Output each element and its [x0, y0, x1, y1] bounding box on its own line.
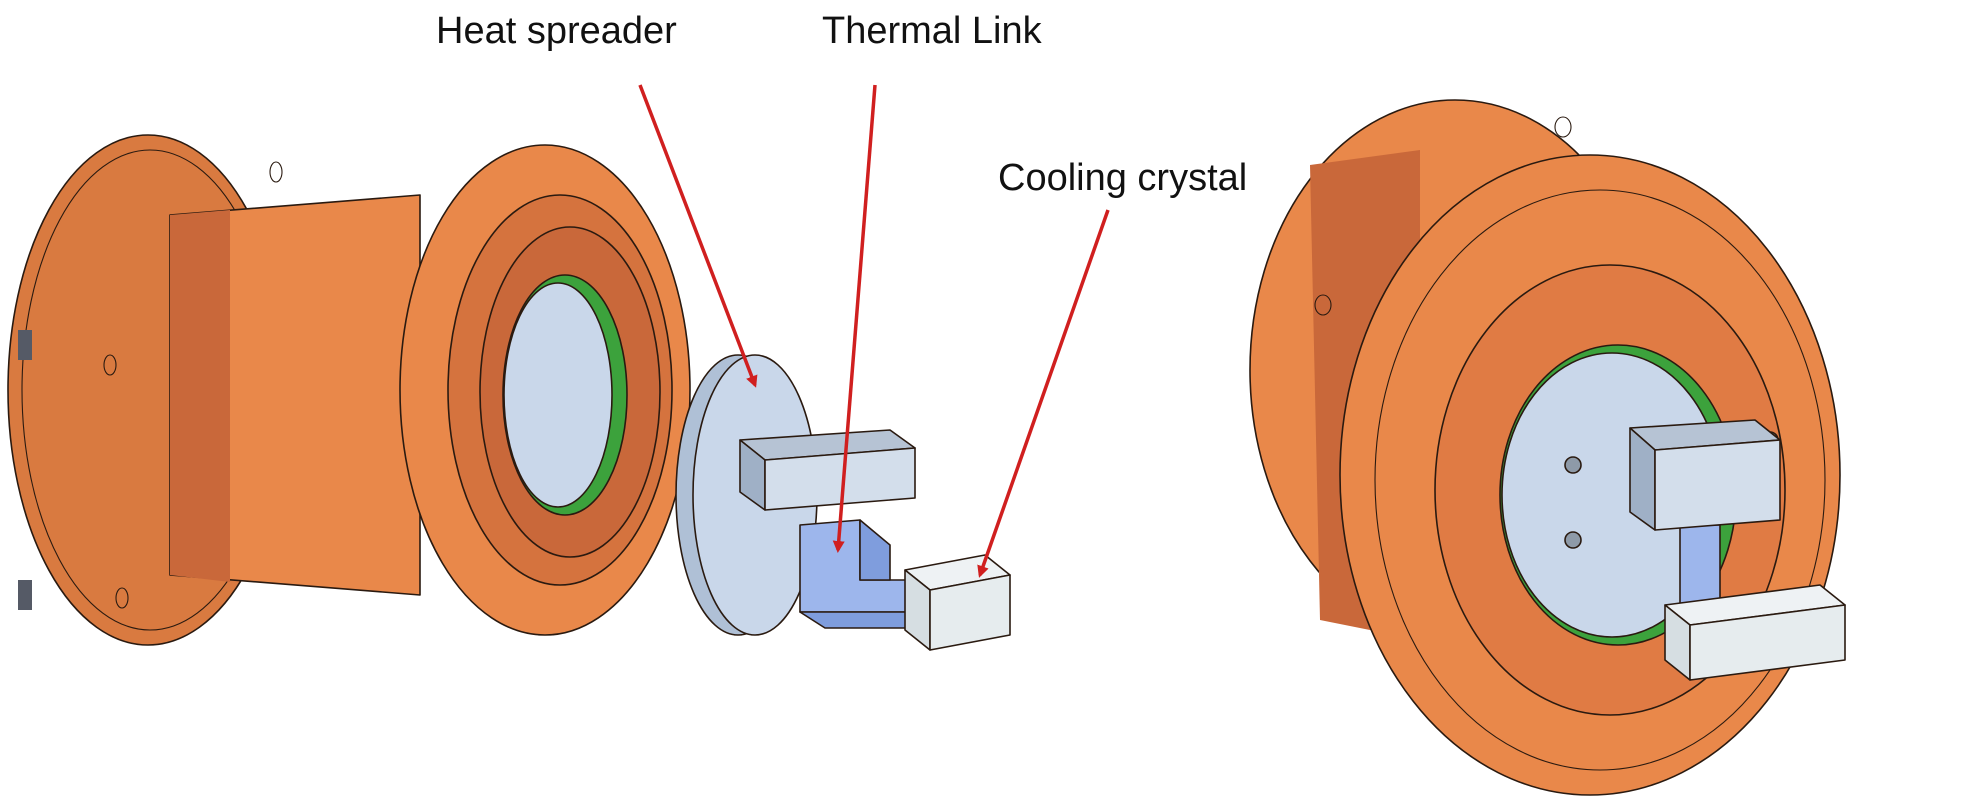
bolt-hole [269, 161, 283, 183]
window [503, 282, 613, 508]
bolt-hole [115, 587, 129, 609]
screw-head [1564, 531, 1582, 549]
front-flange-right-rim [1374, 189, 1826, 771]
crystal-front [1689, 604, 1846, 681]
heat-spreader-label: Heat spreader [436, 10, 677, 52]
bolt-hole [1554, 116, 1572, 138]
cylinder-shade [170, 210, 230, 582]
thermal-link-block [739, 429, 916, 511]
heat-spreader-arrow [638, 84, 758, 388]
thermal-link-arrow [832, 84, 877, 553]
bolt-hole [1314, 294, 1332, 316]
thermal-link-label: Thermal Link [822, 10, 1043, 52]
callouts: Heat spreader Thermal Link Cooling cryst… [436, 10, 1247, 578]
cooling-crystal-label: Cooling crystal [998, 157, 1247, 199]
right-housing [1249, 99, 1846, 796]
cooling-crystal-arrow [977, 209, 1110, 578]
link-block-front [1654, 439, 1781, 531]
side-knob [18, 580, 32, 610]
screw-head [1564, 456, 1582, 474]
side-knob [18, 330, 32, 360]
cooling-crystal [904, 554, 1011, 651]
bolt-hole [103, 354, 117, 376]
left-housing [7, 134, 691, 646]
